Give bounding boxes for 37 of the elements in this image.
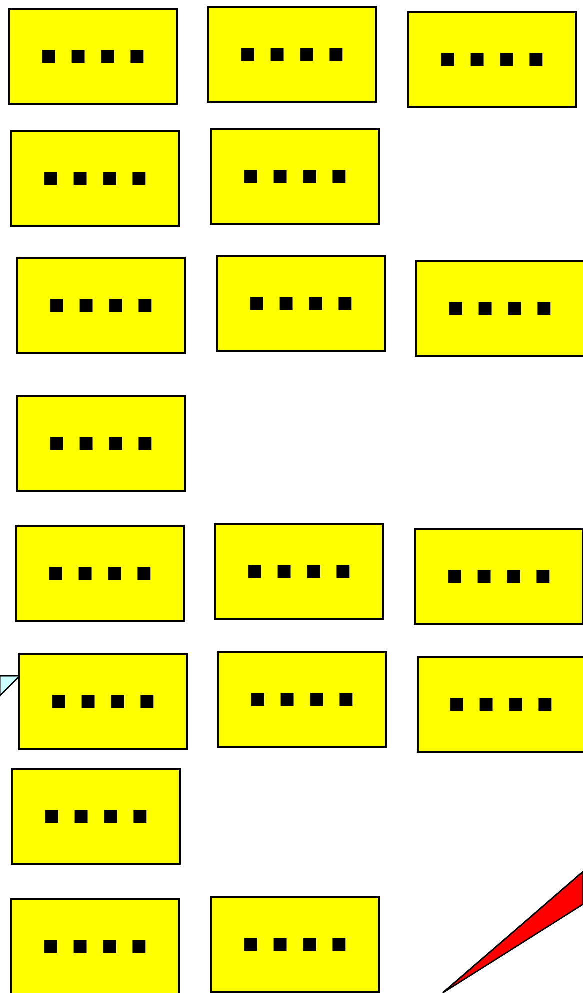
node-label: ■ ■ ■ ■: [240, 46, 344, 63]
node-label: ■ ■ ■ ■: [48, 565, 152, 582]
text-box: [8, 8, 178, 105]
text-box: [18, 653, 188, 750]
text-box: [10, 898, 180, 993]
node-label: ■ ■ ■ ■: [48, 297, 154, 314]
text-box: [16, 395, 186, 492]
node-label: ■ ■ ■ ■: [42, 938, 148, 955]
node-label: ■ ■ ■ ■: [446, 568, 552, 585]
text-box: [417, 656, 583, 753]
text-box: [10, 130, 180, 227]
node-label: ■ ■ ■ ■: [248, 295, 354, 312]
node-label: ■ ■ ■ ■: [42, 170, 148, 187]
text-box: [210, 128, 380, 225]
text-box: [16, 257, 186, 354]
text-box: [15, 525, 185, 622]
node-label: ■ ■ ■ ■: [448, 300, 552, 317]
node-label: ■ ■ ■ ■: [448, 696, 554, 713]
node-label: ■ ■ ■ ■: [440, 51, 544, 68]
node-label: ■ ■ ■ ■: [48, 435, 154, 452]
text-box: [415, 260, 583, 357]
pointer-wedge: [442, 870, 583, 993]
node-label: ■ ■ ■ ■: [246, 563, 352, 580]
text-box: [407, 11, 577, 108]
node-label: ■ ■ ■ ■: [40, 48, 146, 65]
text-box: [11, 768, 181, 865]
text-box: [216, 255, 386, 352]
node-label: ■ ■ ■ ■: [250, 691, 354, 708]
node-label: ■ ■ ■ ■: [242, 936, 348, 953]
node-label: ■ ■ ■ ■: [50, 693, 156, 710]
node-label: ■ ■ ■ ■: [242, 168, 348, 185]
node-label: ■ ■ ■ ■: [44, 808, 148, 825]
text-box: [414, 528, 583, 625]
text-box: [217, 651, 387, 748]
text-box: [210, 896, 380, 993]
text-box: [214, 523, 384, 620]
text-box: [207, 6, 377, 103]
